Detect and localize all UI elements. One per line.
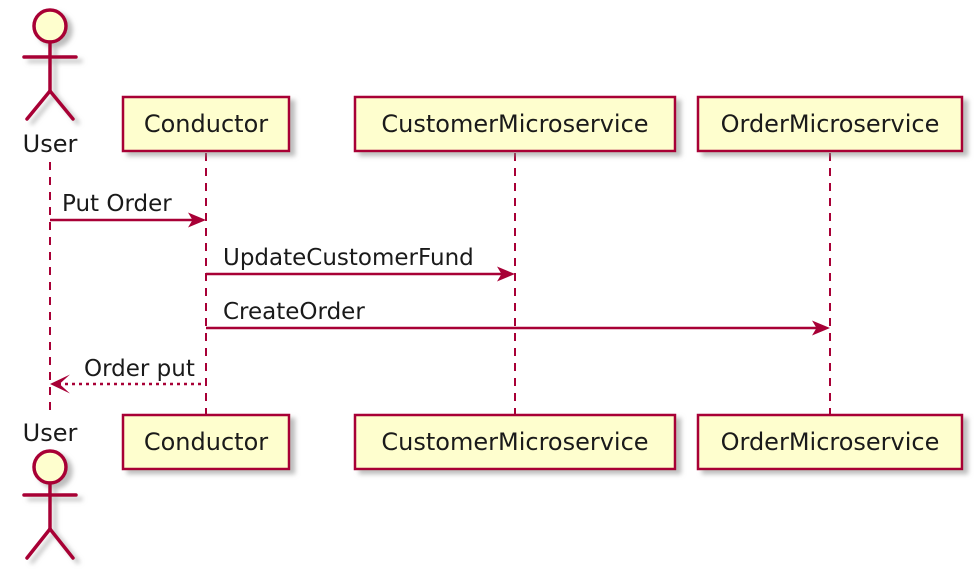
participant-box: [696, 95, 964, 153]
message-label: CreateOrder: [223, 299, 365, 325]
message-create-order: CreateOrder: [206, 299, 830, 336]
actor-head-icon: [32, 449, 68, 485]
arrowhead-right-icon: [188, 212, 206, 228]
participant-customer-microservice-top: CustomerMicroservice: [353, 95, 677, 153]
lifelines: [49, 153, 831, 417]
actor-leg-right-icon: [48, 527, 75, 560]
participant-box: [353, 413, 677, 471]
participant-label: CustomerMicroservice: [381, 428, 648, 456]
actor-label-bottom: User: [23, 419, 78, 447]
participant-label: OrderMicroservice: [721, 428, 940, 456]
messages: Put Order UpdateCustomerFund CreateOrder…: [50, 191, 830, 394]
arrowhead-left-thin-icon: [50, 374, 70, 394]
message-order-put: Order put: [50, 356, 206, 394]
participant-box: [696, 413, 964, 471]
participant-box: [121, 413, 291, 471]
participant-box: [353, 95, 677, 153]
actor-label-top: User: [23, 130, 78, 158]
participant-label: CustomerMicroservice: [381, 110, 648, 138]
participant-order-microservice-top: OrderMicroservice: [696, 95, 964, 153]
message-label: Order put: [84, 356, 195, 382]
actor-user-top: User: [22, 8, 78, 158]
arrowhead-right-icon: [497, 266, 515, 282]
participant-conductor-bottom: Conductor: [121, 413, 291, 471]
participant-box: [121, 95, 291, 153]
message-put-order: Put Order: [50, 191, 206, 228]
actor-leg-left-icon: [25, 527, 52, 560]
actor-head-icon: [32, 8, 68, 44]
actor-leg-left-icon: [25, 89, 52, 121]
actor-figure-icon: [22, 8, 78, 121]
message-update-customer-fund: UpdateCustomerFund: [206, 245, 515, 282]
participant-label: Conductor: [144, 110, 268, 138]
actor-leg-right-icon: [48, 89, 75, 121]
participant-conductor-top: Conductor: [121, 95, 291, 153]
actor-figure-icon: [22, 449, 78, 560]
actor-user-bottom: User: [22, 419, 78, 560]
participant-label: OrderMicroservice: [721, 110, 940, 138]
participant-label: Conductor: [144, 428, 268, 456]
participant-order-microservice-bottom: OrderMicroservice: [696, 413, 964, 471]
arrowhead-right-icon: [812, 320, 830, 336]
participant-customer-microservice-bottom: CustomerMicroservice: [353, 413, 677, 471]
message-label: Put Order: [62, 191, 172, 217]
message-label: UpdateCustomerFund: [223, 245, 474, 271]
participants-bottom: Conductor CustomerMicroservice OrderMicr…: [121, 413, 964, 471]
participants-top: Conductor CustomerMicroservice OrderMicr…: [121, 95, 964, 153]
